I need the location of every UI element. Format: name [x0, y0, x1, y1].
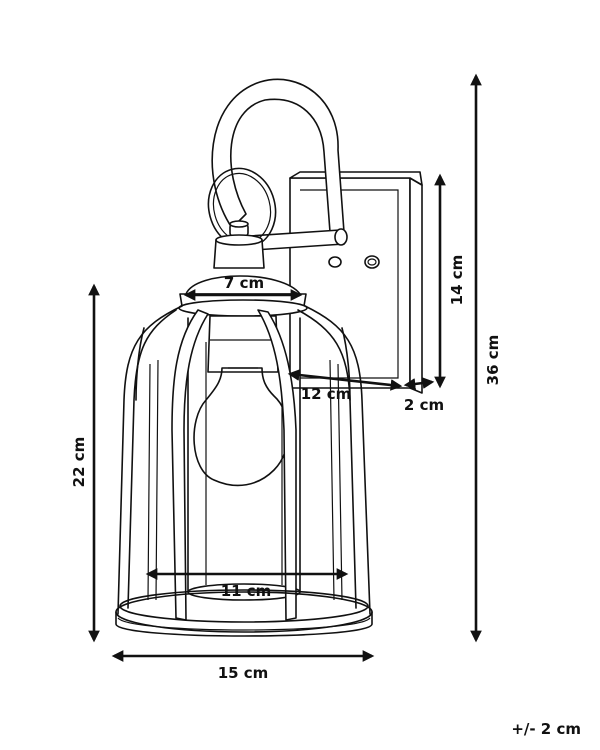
hanging-hook: [207, 78, 348, 269]
wire-cage: [117, 305, 371, 621]
label-base-width: 15 cm: [218, 664, 269, 682]
label-cage-height: 22 cm: [70, 437, 88, 488]
light-bulb: [193, 367, 290, 487]
label-depth: 12 cm: [301, 385, 352, 403]
label-back-plate-height: 14 cm: [448, 255, 466, 306]
dim-line-plate-thickness: [403, 377, 435, 390]
label-plate-thickness: 2 cm: [404, 396, 444, 414]
dim-line-depth: [287, 369, 403, 391]
label-top-diameter: 7 cm: [224, 274, 264, 292]
label-tolerance: +/- 2 cm: [511, 720, 581, 738]
label-total-height: 36 cm: [484, 335, 502, 386]
label-inner-diameter: 11 cm: [221, 582, 272, 600]
wall-back-plate: [289, 171, 423, 394]
cage-base-ring: [115, 589, 373, 637]
